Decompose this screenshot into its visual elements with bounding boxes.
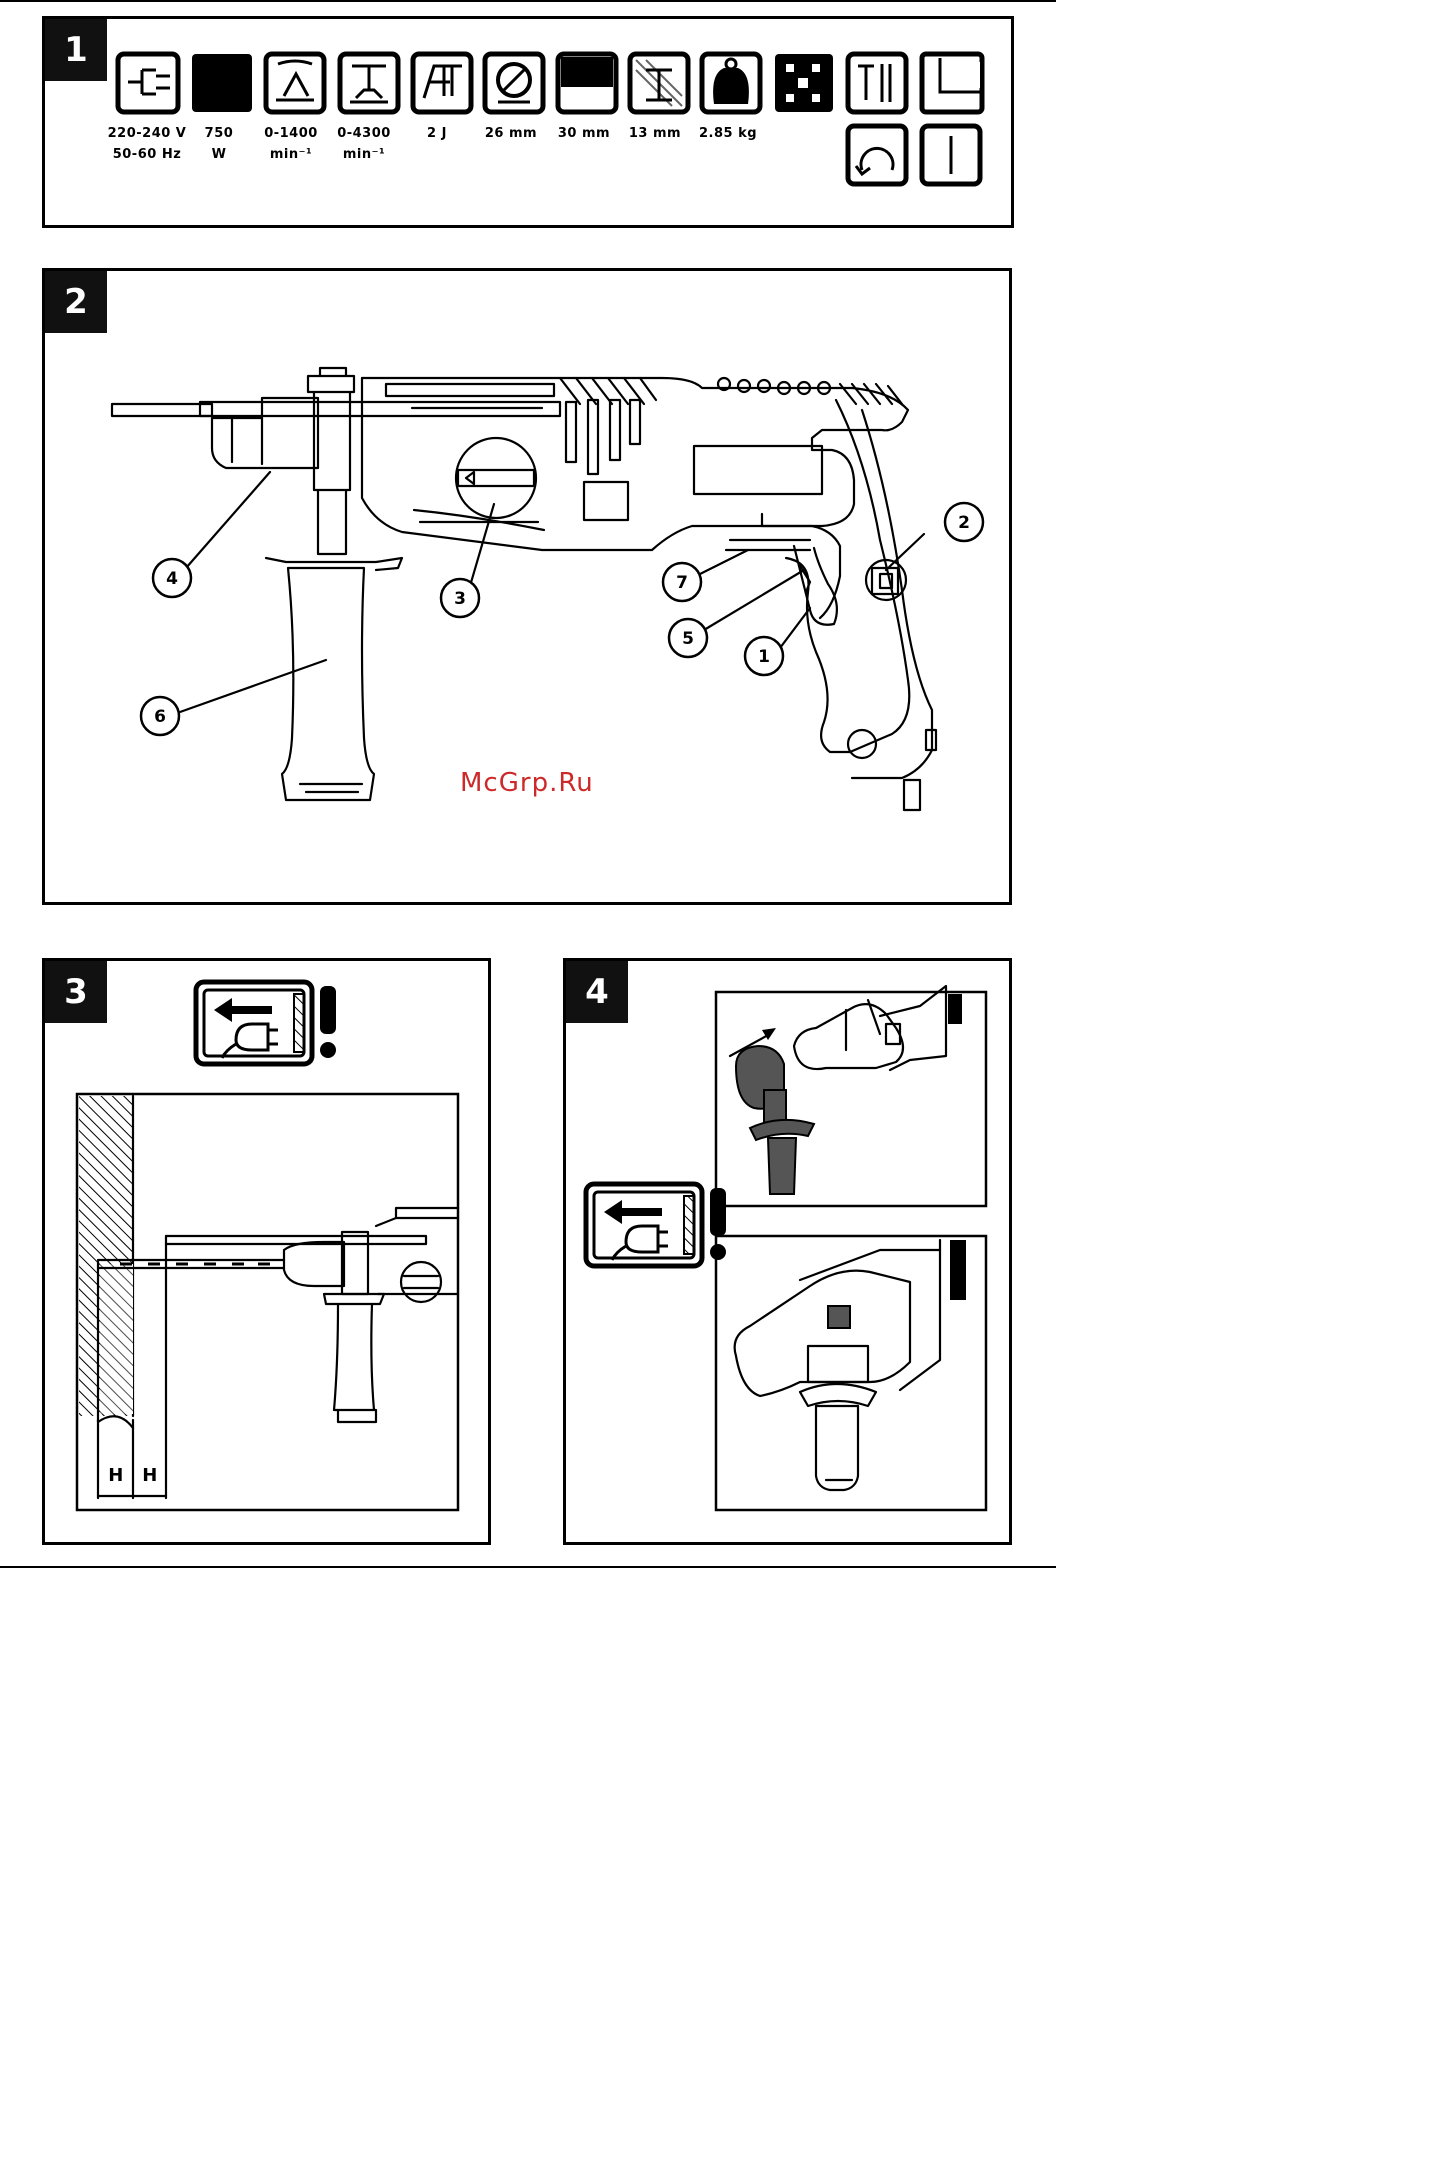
unplug-warning-icon (586, 1184, 726, 1266)
handle-assembly-drawing (0, 0, 1056, 1568)
